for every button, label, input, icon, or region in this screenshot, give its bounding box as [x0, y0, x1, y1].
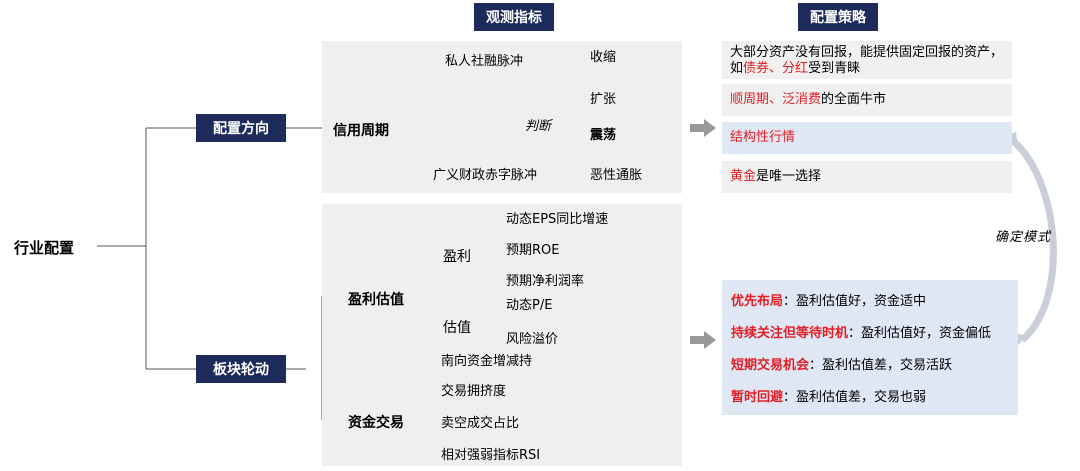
strategy-highlight: 暂时回避: [731, 390, 784, 405]
credit-panel: [322, 41, 682, 193]
fund-item: 南向资金增减持: [441, 354, 533, 369]
strategy-highlight: 优先布局: [731, 294, 784, 309]
strategy-text: 如: [730, 61, 744, 76]
strategy-highlight: 顺周期、泛消费: [730, 92, 822, 107]
strategy-bottom-4: 暂时回避：盈利估值差，交易也弱: [731, 386, 926, 405]
strategy-text: 受到青睐: [808, 61, 861, 76]
credit-state: 震荡: [590, 128, 617, 143]
credit-state: 收缩: [590, 50, 617, 65]
valuation-item: 风险溢价: [506, 332, 559, 347]
profit-label: 盈利估值: [348, 292, 404, 308]
strategy-highlight: 债券: [743, 61, 770, 76]
strategy-top-2: 顺周期、泛消费的全面牛市: [722, 84, 1012, 116]
fund-item: 交易拥挤度: [441, 384, 507, 399]
strategy-text: 大部分资产没有回报，能提供固定回报的资产，: [730, 45, 1004, 60]
valuation-label: 估值: [443, 320, 471, 336]
credit-input: 私人社融脉冲: [445, 54, 524, 69]
branch-direction: 配置方向: [196, 114, 286, 142]
fund-item: 卖空成交占比: [441, 416, 520, 431]
rotation-panel: [322, 204, 682, 466]
mode-label: 确定模式: [995, 230, 1052, 245]
earnings-item: 预期净利润率: [506, 274, 585, 289]
strategy-highlight: 黄金: [730, 169, 757, 184]
credit-state: 恶性通胀: [590, 168, 643, 183]
header-indicators: 观测指标: [474, 3, 554, 31]
fund-item: 相对强弱指标RSI: [441, 448, 541, 463]
judge-label: 判断: [525, 119, 552, 134]
credit-input: 广义财政赤字脉冲: [433, 168, 538, 183]
strategy-highlight: 持续关注但等待时机: [731, 326, 849, 341]
earnings-item: 动态EPS同比增速: [506, 212, 609, 227]
strategy-text: 是唯一选择: [756, 169, 822, 184]
strategy-bottom-2: 持续关注但等待时机：盈利估值好，资金偏低: [731, 322, 991, 341]
earnings-item: 预期ROE: [506, 243, 560, 258]
header-strategy: 配置策略: [798, 3, 878, 31]
strategy-text: ：盈利估值差，交易活跃: [809, 358, 953, 373]
fund-label: 资金交易: [348, 415, 404, 431]
strategy-bottom-1: 优先布局：盈利估值好，资金适中: [731, 290, 926, 309]
earnings-label: 盈利: [443, 249, 471, 265]
strategy-bottom-3: 短期交易机会：盈利估值差，交易活跃: [731, 354, 952, 373]
strategy-text: 的全面牛市: [821, 92, 887, 107]
root-label: 行业配置: [14, 239, 75, 257]
strategy-text: ：盈利估值好，资金偏低: [848, 326, 992, 341]
strategy-text: ：盈利估值差，交易也弱: [783, 390, 927, 405]
strategy-top-4: 黄金是唯一选择: [722, 161, 1012, 193]
branch-rotation: 板块轮动: [196, 355, 286, 383]
strategy-top-1: 大部分资产没有回报，能提供固定回报的资产， 如债券、分红受到青睐: [722, 41, 1012, 79]
strategy-highlight: 、: [769, 61, 783, 76]
strategy-top-3: 结构性行情: [722, 122, 1012, 154]
strategy-highlight: 分红: [782, 61, 809, 76]
credit-state: 扩张: [590, 92, 617, 107]
strategy-bottom-box: [722, 280, 1018, 415]
strategy-highlight: 结构性行情: [730, 130, 796, 145]
valuation-item: 动态P/E: [506, 298, 553, 313]
strategy-highlight: 短期交易机会: [731, 358, 810, 373]
strategy-text: ：盈利估值好，资金适中: [783, 294, 927, 309]
credit-label: 信用周期: [333, 123, 389, 139]
